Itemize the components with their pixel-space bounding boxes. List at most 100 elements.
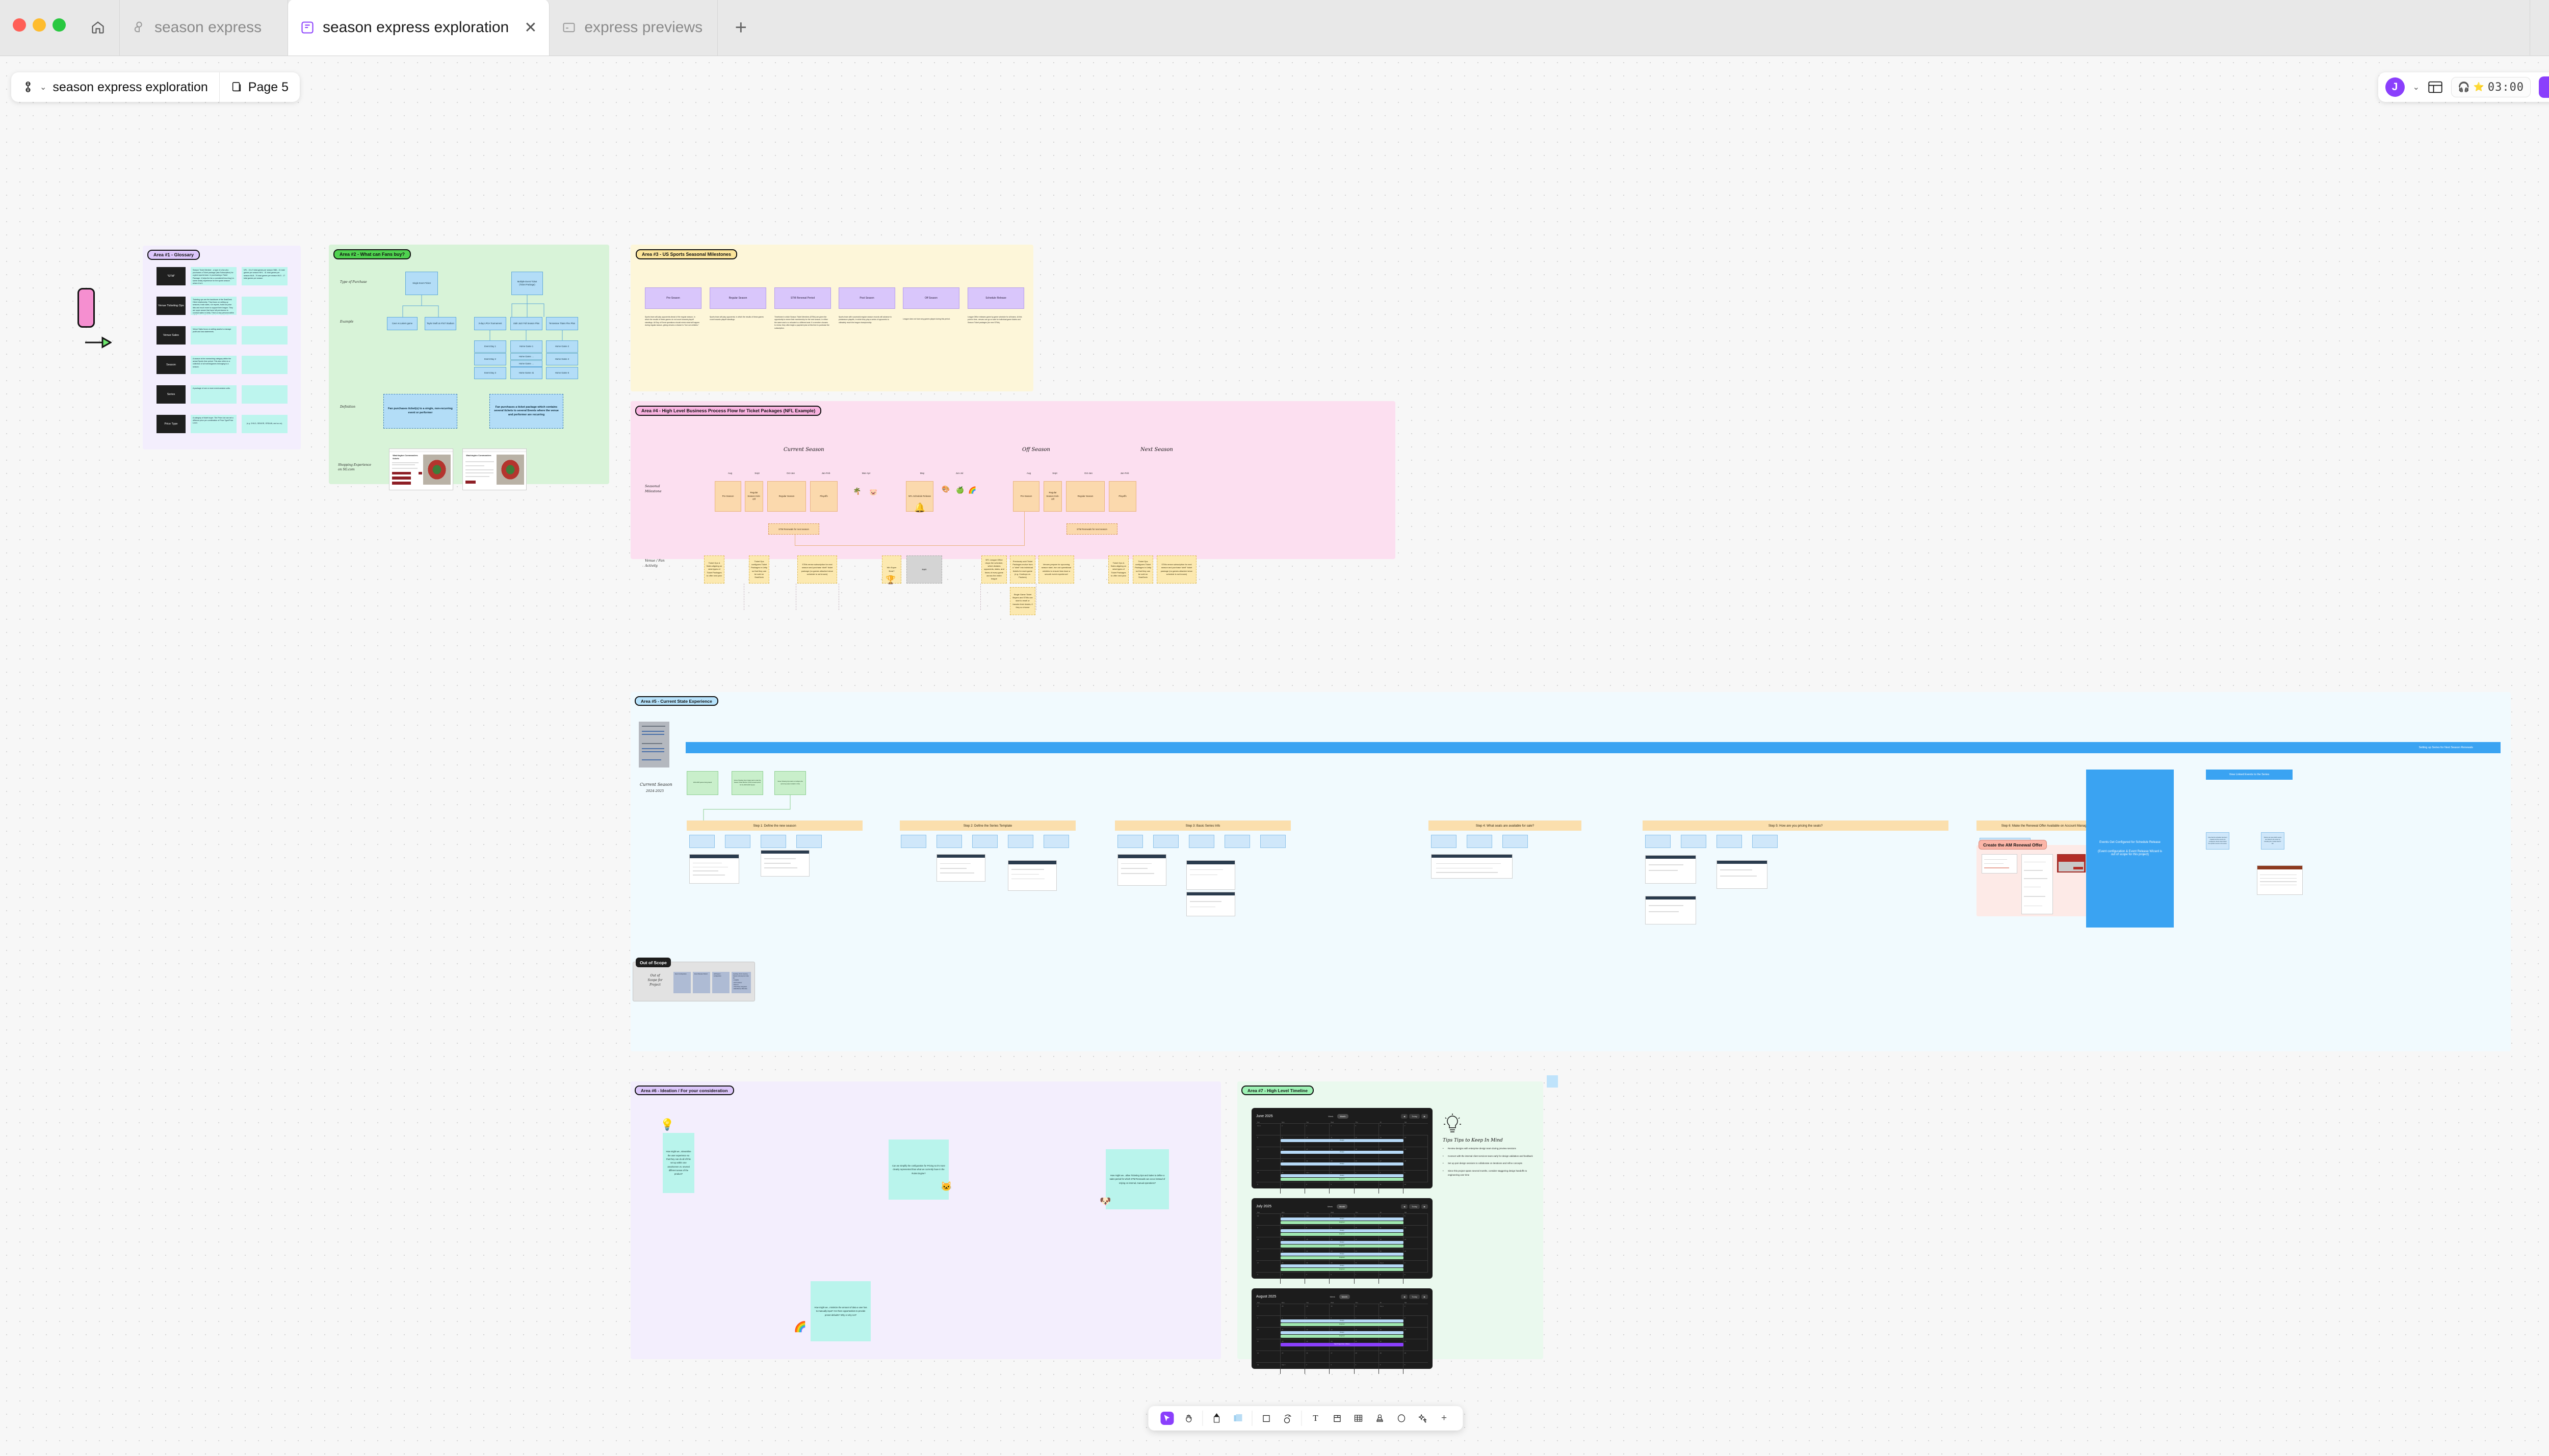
calendar-view-toggle[interactable]: Week Month xyxy=(1325,1204,1348,1209)
view-week[interactable]: Week xyxy=(1330,1295,1335,1298)
calendar-day-cell[interactable]: 17 xyxy=(1256,1339,1281,1351)
calendar-day-cell[interactable]: 5 xyxy=(1403,1214,1428,1225)
calendar-event-bar[interactable]: Design xyxy=(1281,1253,1403,1256)
calendar-day-cell[interactable]: 2 xyxy=(1305,1363,1330,1374)
calendar-day-cell[interactable]: 6 xyxy=(1379,1124,1403,1135)
calendar-event-bar[interactable]: Design xyxy=(1281,1264,1403,1267)
window-controls[interactable] xyxy=(13,18,66,32)
calendar-event-bar[interactable]: Design xyxy=(1281,1174,1403,1177)
share-button[interactable]: Share xyxy=(2539,76,2549,98)
calendar-day-cell[interactable]: 4 xyxy=(1281,1273,1306,1284)
calendar-day-cell[interactable]: 6 xyxy=(1404,1364,1406,1366)
calendar-day-cell[interactable]: 6 xyxy=(1330,1273,1355,1284)
calendar-day-cell[interactable]: 5 xyxy=(1379,1363,1403,1374)
shape-tool[interactable] xyxy=(1260,1412,1273,1425)
calendar-day-cell[interactable]: 8 xyxy=(1256,1135,1281,1147)
area-7-high-level-timeline[interactable]: Area #7 - High Level Timeline June 2025 … xyxy=(1237,1081,1543,1374)
chrome-overflow-button[interactable]: ••• xyxy=(2530,0,2549,56)
calendar-event-bar[interactable]: Design xyxy=(1281,1241,1403,1244)
sticky-note-tool[interactable] xyxy=(1232,1412,1245,1425)
stamp-tool[interactable] xyxy=(1373,1412,1387,1425)
calendar-event-bar[interactable]: Engineer xyxy=(1281,1256,1403,1259)
calendar-event-bar[interactable]: Design xyxy=(1281,1151,1403,1154)
text-tool[interactable]: T xyxy=(1313,1413,1318,1423)
calendar-day-cell[interactable]: 12 xyxy=(1403,1226,1428,1237)
calendar-day-cell[interactable]: Aug 1 xyxy=(1379,1304,1403,1315)
calendar-day-cell[interactable]: 28 xyxy=(1281,1304,1306,1315)
timer-widget[interactable]: 🎧 ⭐ 03:00 xyxy=(2451,77,2531,97)
minimize-window-button[interactable] xyxy=(33,18,46,32)
figjam-toolbar[interactable]: T + xyxy=(1148,1406,1463,1431)
calendar-event-bar[interactable]: Design xyxy=(1281,1162,1403,1166)
calendar-day-cell[interactable]: 10 xyxy=(1355,1182,1379,1194)
calendar-day-cell[interactable]: Jun 1 xyxy=(1256,1124,1281,1135)
calendar-event-bar[interactable]: Engineer xyxy=(1281,1323,1403,1326)
calendar-day-cell[interactable]: 6 xyxy=(1256,1182,1281,1194)
more-tool[interactable]: + xyxy=(1441,1413,1447,1423)
file-menu-button[interactable]: ⌄ season express exploration xyxy=(11,72,219,102)
next-button[interactable]: ▶ xyxy=(1421,1294,1428,1299)
calendar-event-bar[interactable]: Engineer xyxy=(1281,1233,1403,1236)
avatar[interactable]: J xyxy=(2385,77,2405,97)
prev-button[interactable]: ◀ xyxy=(1401,1204,1408,1209)
calendar-event-bar[interactable]: Design xyxy=(1281,1217,1403,1221)
area-6-ideation[interactable]: Area #6 - Ideation / For your considerat… xyxy=(631,1081,1221,1359)
calendar-event-bar[interactable]: Engineer xyxy=(1281,1178,1403,1181)
calendar-day-cell[interactable]: 27 xyxy=(1256,1304,1281,1315)
calendar-day-cell[interactable]: 16 xyxy=(1403,1328,1428,1339)
area-1-glossary[interactable]: Area #1 - Glossary "STM"Season Ticket Me… xyxy=(143,246,301,449)
calendar-day-cell[interactable]: 2 xyxy=(1403,1261,1428,1272)
calendar-day-cell[interactable]: 27 xyxy=(1330,1351,1355,1362)
calendar-day-cell[interactable]: 4 xyxy=(1355,1363,1379,1374)
calendar-day-cell[interactable]: 9 xyxy=(1403,1316,1428,1327)
figjam-canvas[interactable]: ⌄ season express exploration Page 5 J ⌄ … xyxy=(0,56,2549,1456)
calendar-day-cell[interactable]: 14 xyxy=(1403,1135,1428,1147)
calendar-day-cell[interactable]: 28 xyxy=(1355,1351,1379,1362)
close-tab-button[interactable]: ✕ xyxy=(524,19,537,36)
prev-button[interactable]: ◀ xyxy=(1401,1114,1408,1119)
sticker-tool[interactable] xyxy=(1395,1412,1408,1425)
section-tool[interactable] xyxy=(1331,1412,1344,1425)
new-tab-button[interactable]: + xyxy=(735,16,747,39)
calendar-day-cell[interactable]: 6 xyxy=(1256,1226,1281,1237)
page-selector[interactable]: Page 5 xyxy=(219,72,300,102)
area-3-us-sports-seasonal-milestones[interactable]: Area #3 - US Sports Seasonal Milestones … xyxy=(631,245,1033,391)
avatar-chevron-down-icon[interactable]: ⌄ xyxy=(2412,83,2420,92)
calendar-day-cell[interactable]: 9 xyxy=(1330,1182,1355,1194)
calendar-day-cell[interactable]: 7 xyxy=(1355,1273,1379,1284)
marker-tool[interactable] xyxy=(1210,1412,1224,1425)
calendar-view-toggle[interactable]: Week Month xyxy=(1325,1114,1348,1119)
calendar-day-cell[interactable]: 3 xyxy=(1256,1273,1281,1284)
connector-tool[interactable] xyxy=(1281,1412,1294,1425)
calendar-view-toggle[interactable]: Week Month xyxy=(1328,1294,1350,1299)
browser-tab-season-express[interactable]: season express xyxy=(120,0,288,56)
calendar-event-bar[interactable]: Engineer xyxy=(1281,1335,1403,1338)
calendar-day-cell[interactable]: 31 xyxy=(1256,1363,1281,1374)
calendar-day-cell[interactable]: 28 xyxy=(1403,1159,1428,1170)
calendar-day-cell[interactable]: 5 xyxy=(1355,1124,1379,1135)
calendar-day-cell[interactable]: 9 xyxy=(1404,1274,1406,1276)
calendar-day-cell[interactable]: 3 xyxy=(1330,1363,1355,1374)
calendar-day-cell[interactable]: 12 xyxy=(1404,1183,1406,1185)
calendar-event-bar[interactable]: Engineer xyxy=(1281,1268,1403,1271)
area-4-business-process-flow[interactable]: Area #4 - High Level Business Process Fl… xyxy=(631,401,1395,615)
today-button[interactable]: Today xyxy=(1409,1114,1420,1119)
calendar-day-cell[interactable]: 29 xyxy=(1305,1304,1330,1315)
calendar-day-cell[interactable]: 15 xyxy=(1256,1147,1281,1158)
calendar-event-bar[interactable]: Start Project Dev / MILE 1 xyxy=(1281,1343,1403,1346)
calendar-event-bar[interactable]: Design xyxy=(1281,1139,1403,1142)
calendar-day-cell[interactable]: Sep 1 xyxy=(1281,1363,1306,1374)
calendar-day-cell[interactable]: 23 xyxy=(1403,1339,1428,1351)
view-month[interactable]: Month xyxy=(1337,1114,1348,1119)
hand-tool[interactable] xyxy=(1182,1412,1195,1425)
calendar-day-cell[interactable]: 11 xyxy=(1379,1182,1403,1194)
view-week[interactable]: Week xyxy=(1328,1115,1334,1118)
calendar-day-cell[interactable]: 29 xyxy=(1379,1351,1403,1362)
today-button[interactable]: Today xyxy=(1409,1204,1420,1209)
calendar-day-cell[interactable]: 24 xyxy=(1256,1351,1281,1362)
next-button[interactable]: ▶ xyxy=(1421,1114,1428,1119)
view-month[interactable]: Month xyxy=(1337,1204,1348,1209)
